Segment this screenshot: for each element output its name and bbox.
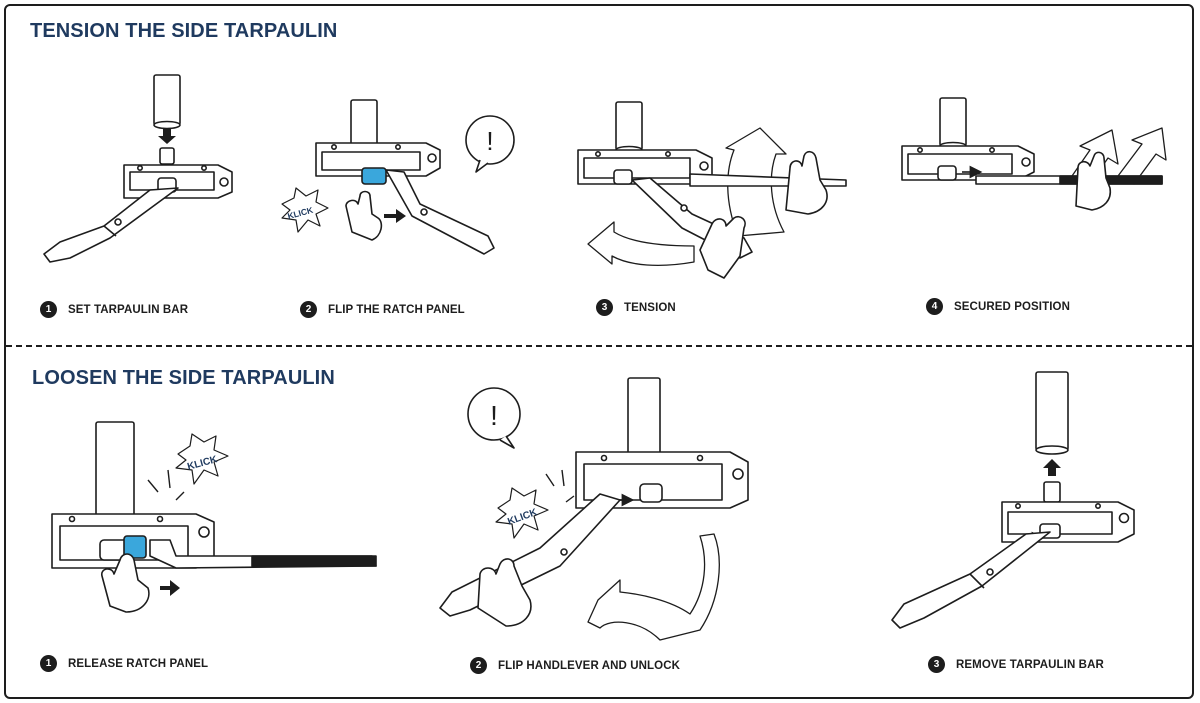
down-arrow-icon: [158, 128, 176, 144]
tarpaulin-bar-icon: [627, 377, 661, 465]
section-divider: [6, 345, 1192, 347]
step-tension-3: 3 TENSION: [596, 299, 676, 316]
section-title-tension: TENSION THE SIDE TARPAULIN: [30, 20, 338, 42]
step-number-badge: 2: [300, 301, 317, 318]
step-loosen-3: 3 REMOVE TARPAULIN BAR: [928, 656, 1104, 673]
tarpaulin-bar-icon: [1035, 371, 1069, 455]
hand-icon: [699, 150, 828, 279]
tarpaulin-bar-icon: [939, 97, 967, 151]
step-loosen-1: 1 RELEASE RATCH PANEL: [40, 655, 208, 672]
illustration-secured-position: [901, 97, 1167, 211]
step-tension-4: 4 SECURED POSITION: [926, 298, 1070, 315]
curved-left-arrow-icon: [587, 221, 695, 267]
hand-icon: [1075, 151, 1112, 211]
step-label: SET TARPAULIN BAR: [68, 303, 189, 316]
ratchet-panel-highlight: [361, 167, 387, 185]
ratchet-bracket-icon: [1001, 481, 1135, 545]
step-label: RELEASE RATCH PANEL: [68, 657, 209, 670]
ratchet-bracket-icon: [315, 142, 441, 177]
illustration-flip-ratch-panel: KLICK !: [281, 99, 515, 255]
step-label: SECURED POSITION: [954, 300, 1070, 313]
step-number-badge: 1: [40, 301, 57, 318]
attention-mark: !: [486, 126, 493, 156]
step-loosen-2: 2 FLIP HANDLEVER AND UNLOCK: [470, 657, 680, 674]
step-label: REMOVE TARPAULIN BAR: [956, 658, 1104, 671]
ratchet-bracket-icon: [901, 145, 1035, 181]
step-label: TENSION: [624, 301, 676, 314]
ratchet-bracket-icon: [575, 451, 749, 509]
tarpaulin-bar-icon: [153, 74, 181, 130]
instruction-panel: [4, 4, 1194, 699]
attention-mark: !: [490, 400, 498, 431]
right-arrow-icon: [160, 580, 180, 596]
illustration-tension: [577, 101, 847, 279]
ratchet-bracket-icon: [123, 147, 233, 199]
hand-lever-icon: [149, 539, 377, 569]
hand-lever-icon: [43, 187, 179, 263]
step-tension-1: 1 SET TARPAULIN BAR: [40, 301, 188, 318]
attention-bubble-icon: !: [467, 387, 521, 449]
illustration-remove-tarpaulin-bar: [891, 371, 1135, 629]
illustration-release-ratch-panel: KLICK: [51, 421, 377, 613]
klick-burst-icon: KLICK: [281, 187, 329, 233]
hand-lever-icon: [891, 531, 1051, 629]
step-number-badge: 2: [470, 657, 487, 674]
hand-icon: [477, 558, 532, 627]
step-number-badge: 3: [596, 299, 613, 316]
hand-lever-icon: [385, 169, 495, 255]
ratchet-bracket-icon: [577, 149, 713, 185]
curved-arrow-icon: [587, 533, 720, 641]
section-title-loosen: LOOSEN THE SIDE TARPAULIN: [32, 367, 335, 389]
tarpaulin-bar-icon: [615, 101, 643, 155]
hand-icon: [345, 190, 383, 241]
tarpaulin-bar-icon: [95, 421, 135, 527]
right-arrow-icon: [384, 209, 406, 223]
step-label: FLIP HANDLEVER AND UNLOCK: [498, 659, 681, 672]
step-tension-2: 2 FLIP THE RATCH PANEL: [300, 301, 465, 318]
illustration-set-tarpaulin-bar: [43, 74, 233, 263]
step-number-badge: 4: [926, 298, 943, 315]
attention-bubble-icon: !: [465, 115, 515, 173]
hand-icon: [101, 553, 150, 613]
step-number-badge: 1: [40, 655, 57, 672]
ratchet-panel-highlight: [123, 535, 147, 559]
klick-burst-icon: KLICK: [147, 433, 229, 501]
klick-burst-icon: KLICK: [495, 469, 575, 539]
hand-lever-icon: [975, 175, 1163, 185]
step-label: FLIP THE RATCH PANEL: [328, 303, 465, 316]
illustration-flip-handlever-and-unlock: KLICK !: [439, 377, 749, 641]
step-number-badge: 3: [928, 656, 945, 673]
up-arrow-icon: [1043, 459, 1061, 476]
